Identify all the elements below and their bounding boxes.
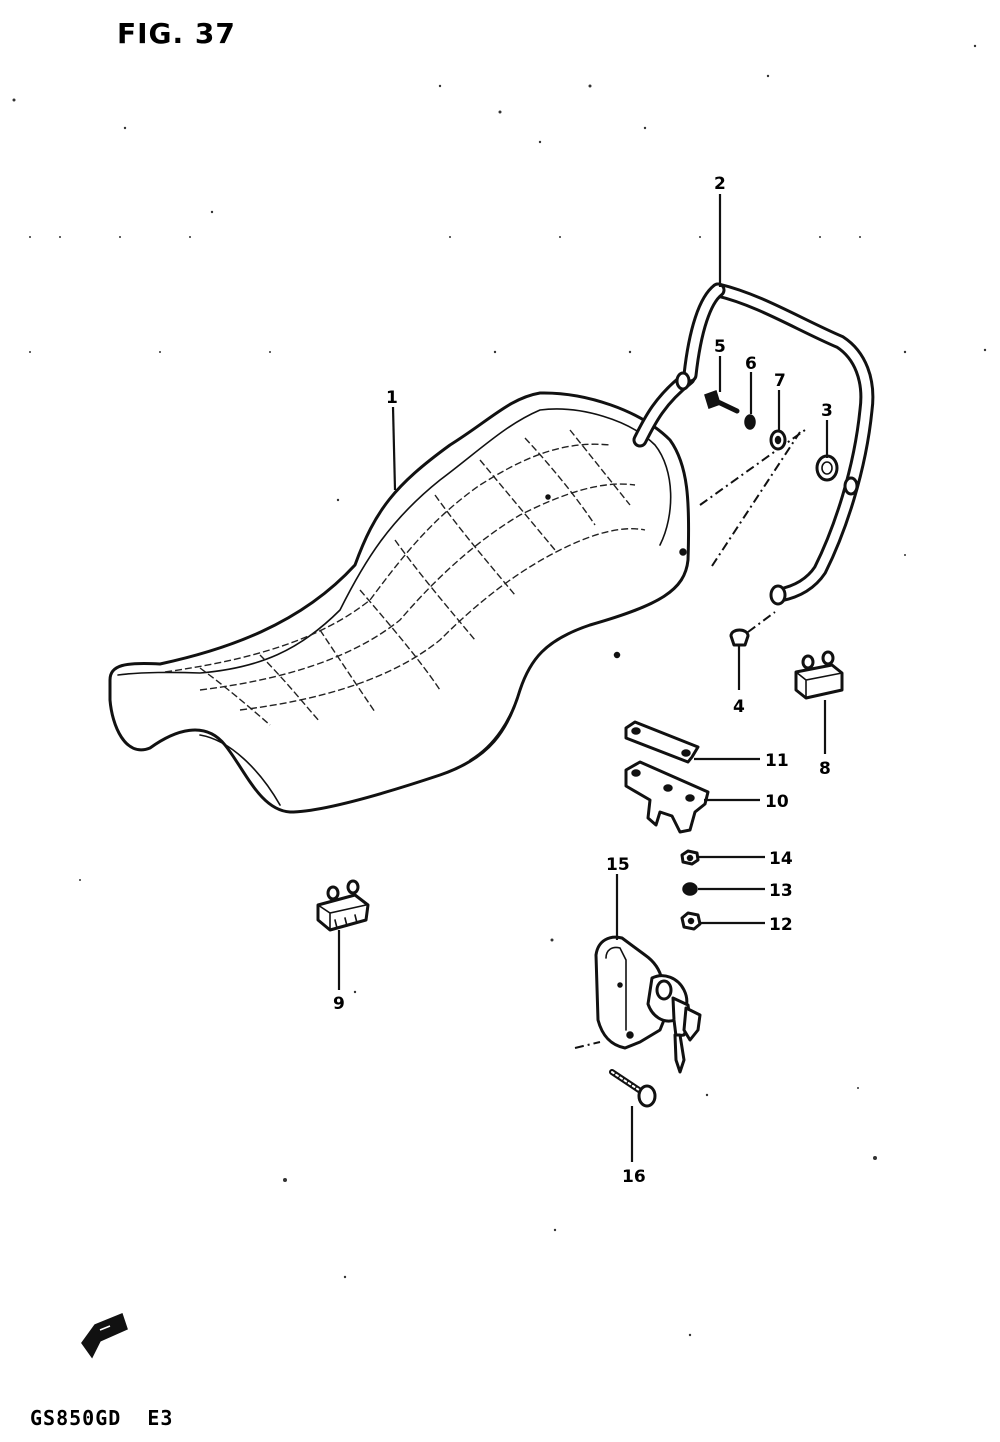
damper-8 (794, 650, 844, 700)
nut-12 (680, 911, 702, 931)
callout-8: 8 (819, 759, 831, 779)
washer-13 (682, 882, 698, 896)
assembly-lines (574, 429, 806, 1049)
nut-14 (680, 849, 700, 866)
front-direction-arrow-icon (81, 1313, 128, 1359)
callout-5: 5 (714, 337, 726, 357)
screw-16 (609, 1069, 657, 1108)
plug-4 (729, 628, 750, 647)
seat-lock-15 (594, 935, 702, 1074)
callout-10: 10 (765, 792, 789, 812)
callout-15: 15 (606, 855, 630, 875)
callout-1: 1 (386, 388, 398, 408)
callout-13: 13 (769, 881, 793, 901)
callout-numbers: 1 2 3 4 5 6 7 8 9 10 11 12 13 14 15 16 (333, 174, 833, 1187)
model-code: GS850GD E3 (30, 1406, 173, 1430)
callout-9: 9 (333, 994, 345, 1014)
scan-noise (12, 44, 987, 1337)
callout-7: 7 (774, 371, 786, 391)
damper-9 (316, 879, 370, 932)
callout-14: 14 (769, 849, 793, 869)
bolt-5 (704, 390, 740, 414)
latch-hook-10 (624, 760, 710, 834)
figure-title: FIG. 37 (117, 17, 236, 50)
callout-2: 2 (714, 174, 726, 194)
washer-6 (744, 414, 756, 430)
callout-leaders (337, 194, 829, 1162)
washer-7 (769, 429, 787, 451)
latch-plate-11 (624, 720, 700, 764)
callout-6: 6 (745, 354, 757, 374)
callout-4: 4 (733, 697, 745, 717)
cushion-3 (815, 454, 839, 482)
callout-3: 3 (821, 401, 833, 421)
callout-12: 12 (769, 915, 793, 935)
callout-11: 11 (765, 751, 789, 771)
grab-rail (632, 282, 875, 606)
seat-assembly (108, 391, 691, 814)
callout-16: 16 (622, 1167, 646, 1187)
